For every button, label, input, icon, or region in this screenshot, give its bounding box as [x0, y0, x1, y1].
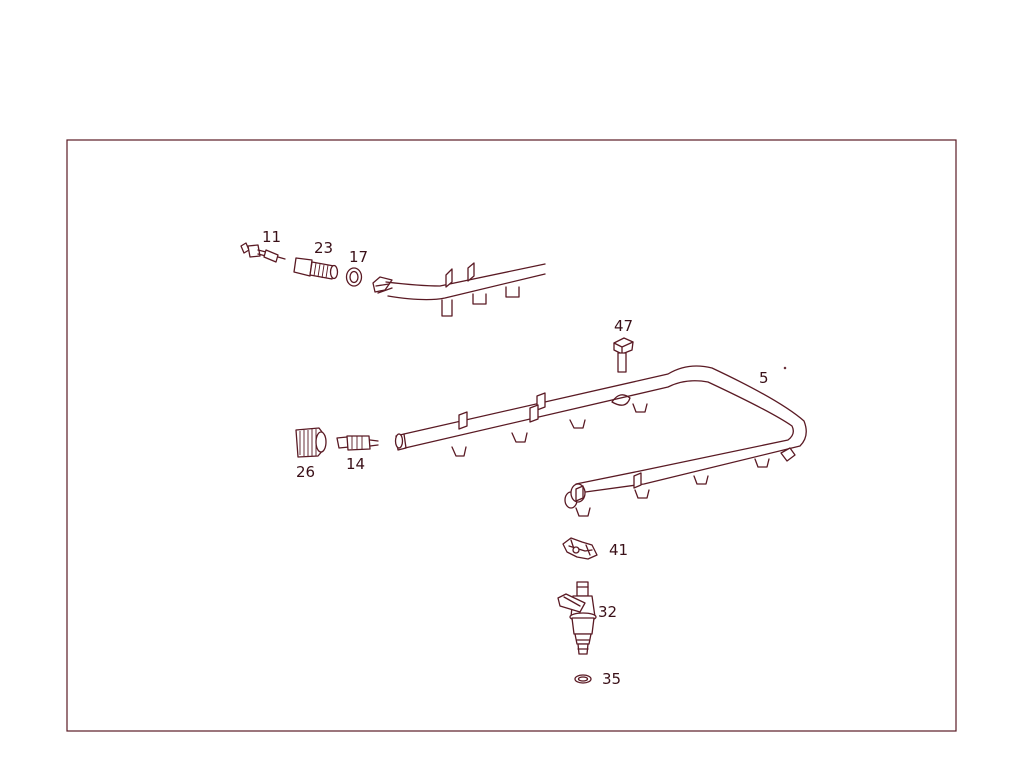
part-5-main-fuel-rail [394, 365, 807, 517]
callout-5: 5 [759, 369, 769, 387]
callout-14: 14 [346, 455, 365, 473]
part-32-injector [557, 581, 597, 655]
part-11-valve [240, 242, 286, 263]
part-35-o-ring [574, 674, 592, 684]
diagram-frame [66, 139, 957, 732]
callout-17: 17 [349, 248, 368, 266]
part-14-fitting [336, 435, 379, 451]
upper-fuel-rail [372, 262, 546, 317]
part-23-fitting [293, 257, 339, 280]
part-41-clip [562, 537, 598, 560]
callout-26: 26 [296, 463, 315, 481]
part-47-bolt [613, 337, 634, 373]
callout-23: 23 [314, 239, 333, 257]
callout-32: 32 [598, 603, 617, 621]
part-17-seal-ring [345, 267, 363, 287]
callout-41: 41 [609, 541, 628, 559]
part-26-cap-nut [295, 427, 327, 458]
callout-47: 47 [614, 317, 633, 335]
callout-35: 35 [602, 670, 621, 688]
callout-11: 11 [262, 228, 281, 246]
